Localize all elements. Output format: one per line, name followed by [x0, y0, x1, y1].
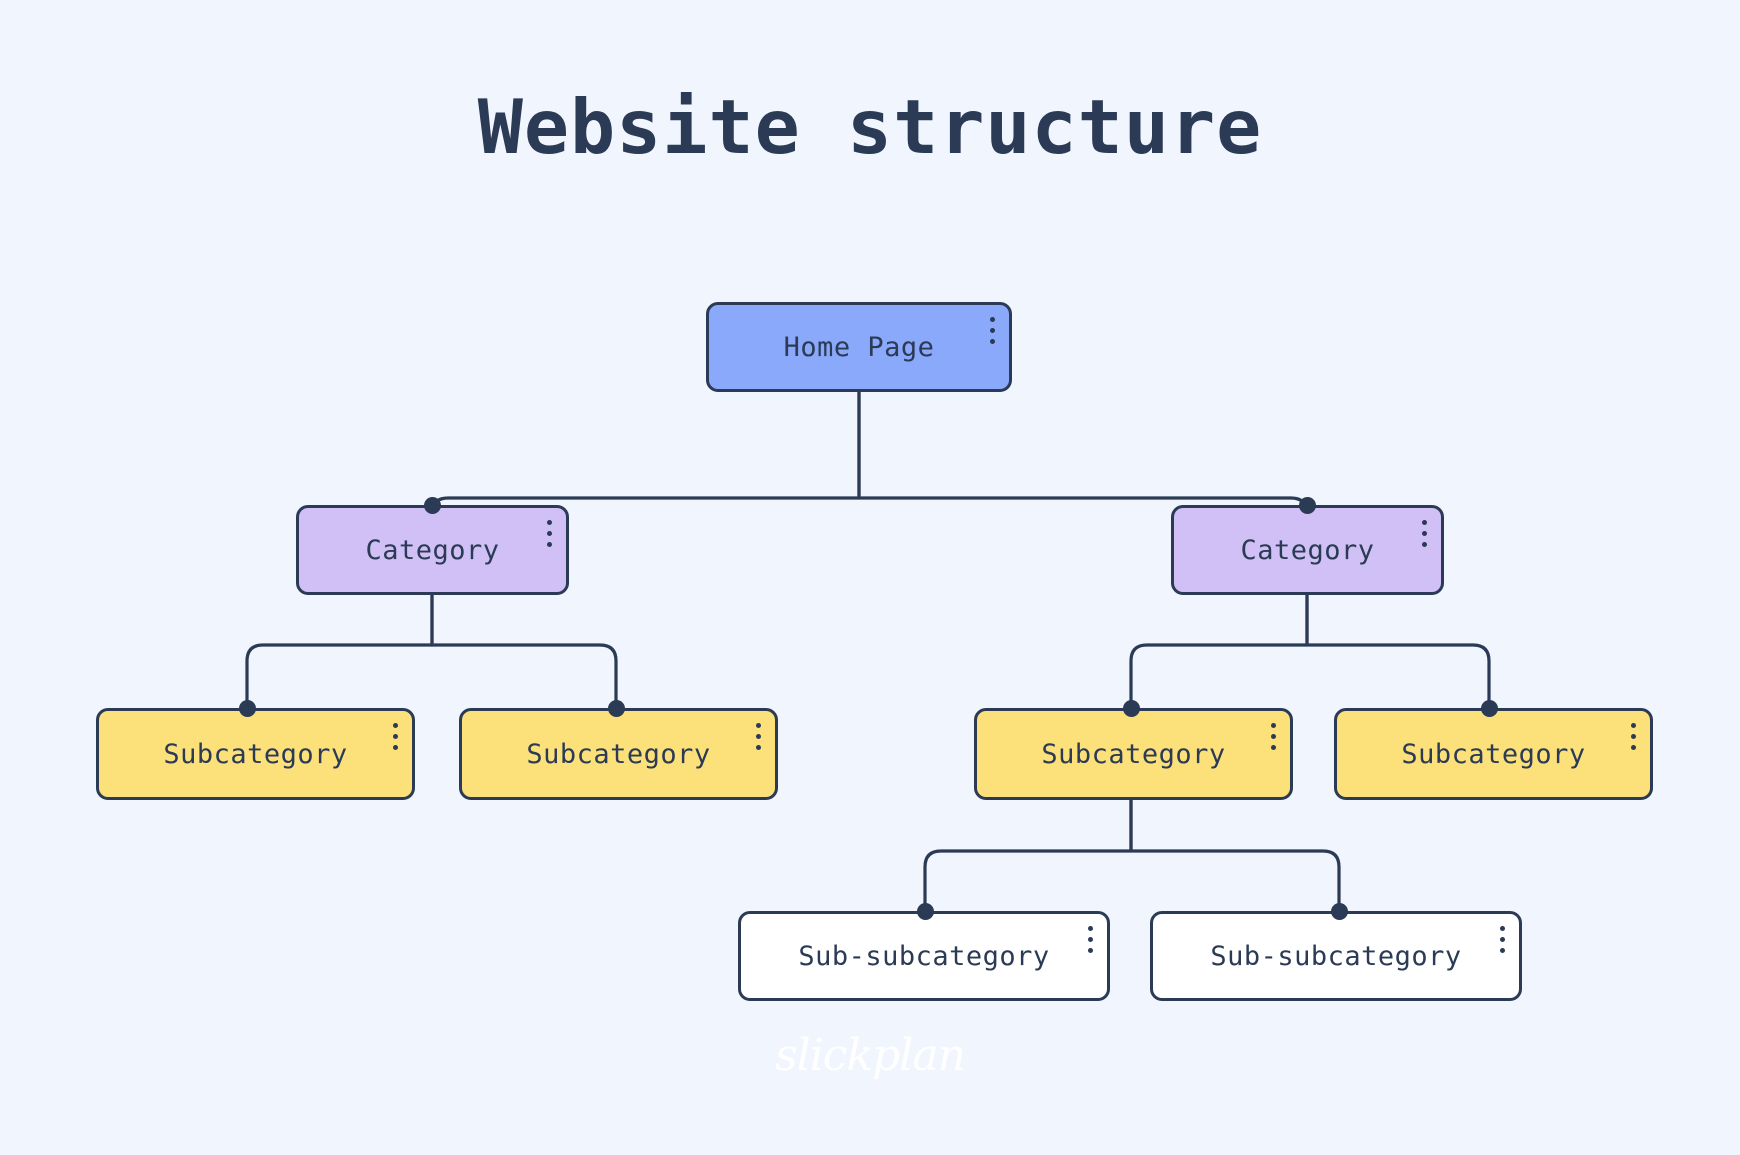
connector-anchor-dot: [1330, 902, 1348, 920]
sitemap-node-subsub-1[interactable]: Sub-subcategory: [738, 911, 1110, 1001]
sitemap-node-home[interactable]: Home Page: [706, 302, 1012, 392]
node-label: Sub-subcategory: [798, 940, 1050, 972]
kebab-menu-icon[interactable]: [990, 317, 995, 344]
connector-anchor-dot: [1480, 699, 1498, 717]
sitemap-node-sub-4[interactable]: Subcategory: [1334, 708, 1653, 800]
connector-sub-3-to-subsub-1: [923, 798, 1133, 913]
connector-home-to-cat-1: [430, 390, 861, 515]
connector-anchor-dot: [1122, 699, 1140, 717]
node-label: Subcategory: [526, 738, 711, 770]
kebab-menu-icon[interactable]: [1422, 520, 1427, 547]
connector-anchor-dot: [1298, 496, 1316, 514]
sitemap-node-subsub-2[interactable]: Sub-subcategory: [1150, 911, 1522, 1001]
sitemap-node-sub-3[interactable]: Subcategory: [974, 708, 1293, 800]
kebab-menu-icon[interactable]: [1088, 926, 1093, 953]
connector-cat-1-to-sub-1: [245, 593, 434, 710]
sitemap-node-cat-2[interactable]: Category: [1171, 505, 1444, 595]
node-label: Subcategory: [163, 738, 348, 770]
connector-anchor-dot: [423, 496, 441, 514]
kebab-menu-icon[interactable]: [547, 520, 552, 547]
connector-sub-3-to-subsub-2: [1129, 798, 1341, 913]
node-label: Sub-subcategory: [1210, 940, 1462, 972]
page-title: Website structure: [477, 83, 1263, 171]
connector-cat-1-to-sub-2: [430, 593, 618, 710]
connector-cat-2-to-sub-4: [1305, 593, 1491, 710]
node-label: Category: [365, 534, 500, 566]
node-label: Category: [1240, 534, 1375, 566]
node-label: Subcategory: [1041, 738, 1226, 770]
kebab-menu-icon[interactable]: [1271, 723, 1276, 750]
sitemap-node-sub-1[interactable]: Subcategory: [96, 708, 415, 800]
kebab-menu-icon[interactable]: [1500, 926, 1505, 953]
sitemap-node-sub-2[interactable]: Subcategory: [459, 708, 778, 800]
connector-anchor-dot: [238, 699, 256, 717]
kebab-menu-icon[interactable]: [1631, 723, 1636, 750]
slickplan-watermark: slickplan: [775, 1030, 966, 1081]
kebab-menu-icon[interactable]: [393, 723, 398, 750]
connector-home-to-cat-2: [857, 390, 1309, 515]
node-label: Subcategory: [1401, 738, 1586, 770]
sitemap-node-cat-1[interactable]: Category: [296, 505, 569, 595]
connector-anchor-dot: [916, 902, 934, 920]
node-label: Home Page: [783, 331, 935, 363]
connector-anchor-dot: [607, 699, 625, 717]
kebab-menu-icon[interactable]: [756, 723, 761, 750]
connector-cat-2-to-sub-3: [1129, 593, 1309, 710]
